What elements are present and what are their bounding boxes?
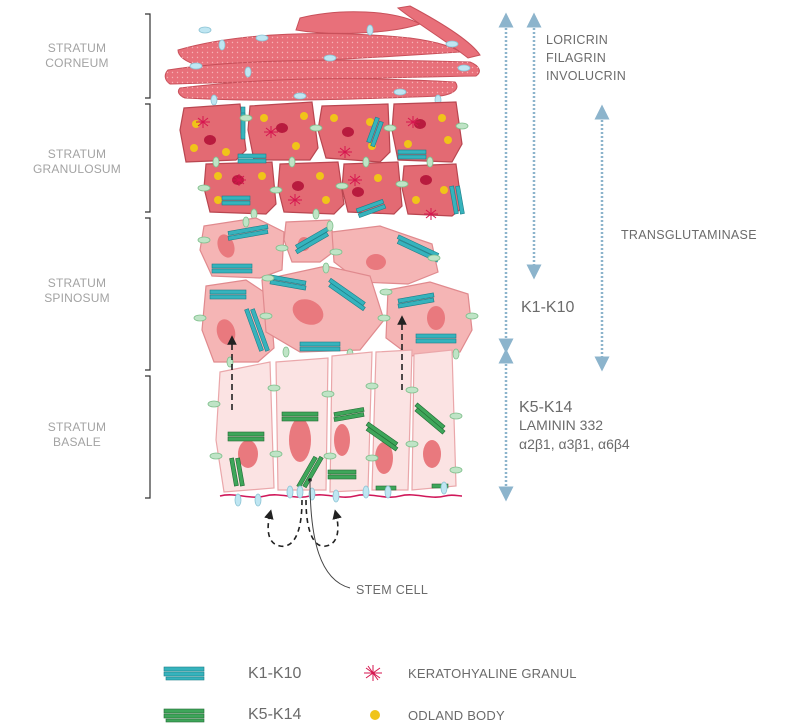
legend-keratohyaline-label: KERATOHYALINE GRANUL <box>408 666 577 682</box>
stratum-corneum <box>165 6 480 105</box>
bracket-granulosum <box>145 104 150 212</box>
granular-cell <box>180 104 246 162</box>
label-transglutaminase: TRANSGLUTAMINASE <box>621 226 757 244</box>
bracket-basale <box>145 376 150 498</box>
legend-odland-icon <box>370 710 380 720</box>
granular-cell <box>204 162 276 214</box>
stratum-granulosum <box>180 102 468 220</box>
stratum-basale <box>208 350 462 492</box>
legend-k1k10-glyph <box>164 667 204 680</box>
granular-cell <box>278 162 344 214</box>
legend-k5k14-glyph <box>164 709 204 722</box>
stem-cell-division-arrow <box>268 500 302 546</box>
label-k1k10-expression: K1-K10 <box>521 298 574 318</box>
legend-keratohyaline-icon <box>364 665 382 681</box>
label-cornified-markers: LORICRIN FILAGRIN INVOLUCRIN <box>546 31 626 85</box>
bracket-corneum <box>145 14 150 98</box>
legend-k1k10-label: K1-K10 <box>248 665 301 683</box>
bracket-spinosum <box>145 218 150 370</box>
legend-k5k14-label: K5-K14 <box>248 706 301 724</box>
legend-odland-label: ODLAND BODY <box>408 708 505 724</box>
label-k5k14-expression: K5-K14 <box>519 398 572 418</box>
label-stem-cell: STEM CELL <box>356 581 428 599</box>
stratum-spinosum <box>194 217 478 367</box>
layer-brackets <box>145 14 150 498</box>
corneocyte <box>296 12 420 34</box>
label-basal-markers: LAMININ 332 α2β1, α3β1, α6β4 <box>519 416 630 454</box>
basal-cell <box>216 362 274 492</box>
